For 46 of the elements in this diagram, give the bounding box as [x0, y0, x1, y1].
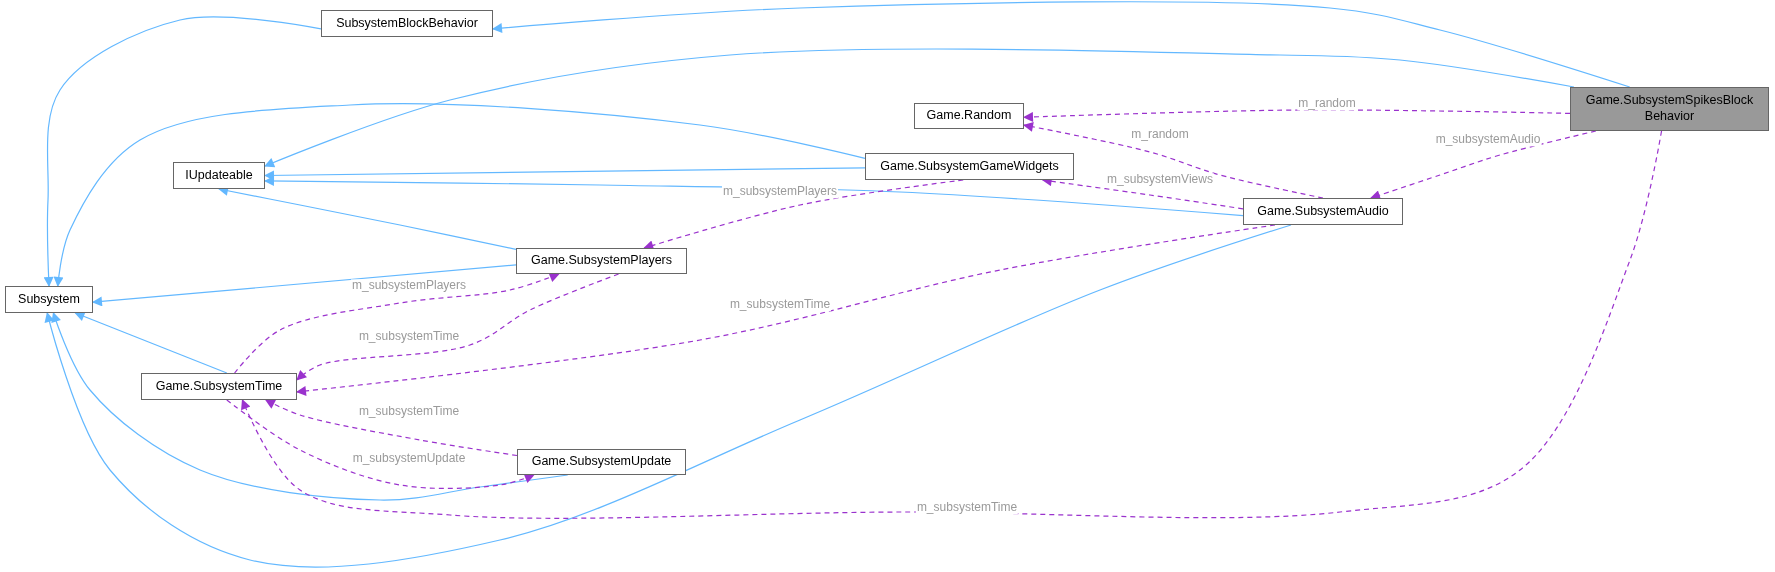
arrow	[264, 167, 866, 181]
class-name: Game.SubsystemPlayers	[531, 253, 672, 269]
edge-label: m_subsystemViews	[1106, 173, 1214, 187]
class-name: Game.SubsystemAudio	[1257, 203, 1389, 220]
arrow	[492, 1, 1631, 88]
class-name: SubsystemBlockBehavior	[336, 15, 478, 32]
class-name: Game.SubsystemGameWidgets	[880, 158, 1059, 175]
class-name: Game.SubsystemUpdate	[531, 454, 672, 470]
dashed-arrow	[1370, 130, 1597, 200]
dashed-arrow	[1023, 121, 1324, 199]
dashed-arrow	[296, 273, 620, 381]
class-box	[5, 286, 93, 313]
edge-label: m_subsystemTime	[357, 405, 461, 419]
class-name: Game.SubsystemSpikesBlock Behavior	[1584, 93, 1755, 125]
class-box	[1243, 198, 1403, 225]
class-box	[516, 248, 687, 274]
arrow	[53, 103, 866, 287]
dashed-arrow	[234, 272, 560, 374]
class-name: Game.Random	[926, 108, 1012, 124]
dashed-arrow	[264, 399, 518, 457]
dashed-arrow	[241, 130, 1663, 519]
class-box	[321, 10, 493, 37]
dashed-arrow	[1023, 109, 1571, 122]
class-name: Subsystem	[18, 291, 80, 308]
edge-label: m_subsystemPlayers	[351, 279, 467, 293]
edge-label: m_subsystemAudio	[1434, 133, 1542, 147]
edge-label: m_subsystemTime	[357, 330, 461, 344]
arrow	[74, 311, 228, 374]
arrow	[44, 224, 1292, 568]
edge-label: m_subsystemUpdate	[351, 452, 467, 466]
class-name: IUpdateable	[185, 167, 253, 184]
class-box	[517, 449, 686, 475]
arrow	[92, 264, 517, 307]
class-name: Game.SubsystemTime	[155, 378, 283, 395]
class-box	[141, 373, 297, 400]
edge-label: m_random	[1297, 97, 1357, 111]
edge-label: m_subsystemTime	[915, 501, 1019, 515]
class-box	[865, 153, 1074, 180]
edge-label: m_random	[1130, 128, 1190, 142]
edge-label: m_subsystemTime	[728, 298, 832, 312]
edge-label: m_subsystemPlayers	[722, 185, 838, 199]
class-box	[1570, 87, 1769, 131]
class-box	[914, 103, 1024, 129]
class-box	[173, 162, 265, 189]
arrow	[43, 16, 322, 287]
dashed-arrow	[226, 399, 535, 490]
